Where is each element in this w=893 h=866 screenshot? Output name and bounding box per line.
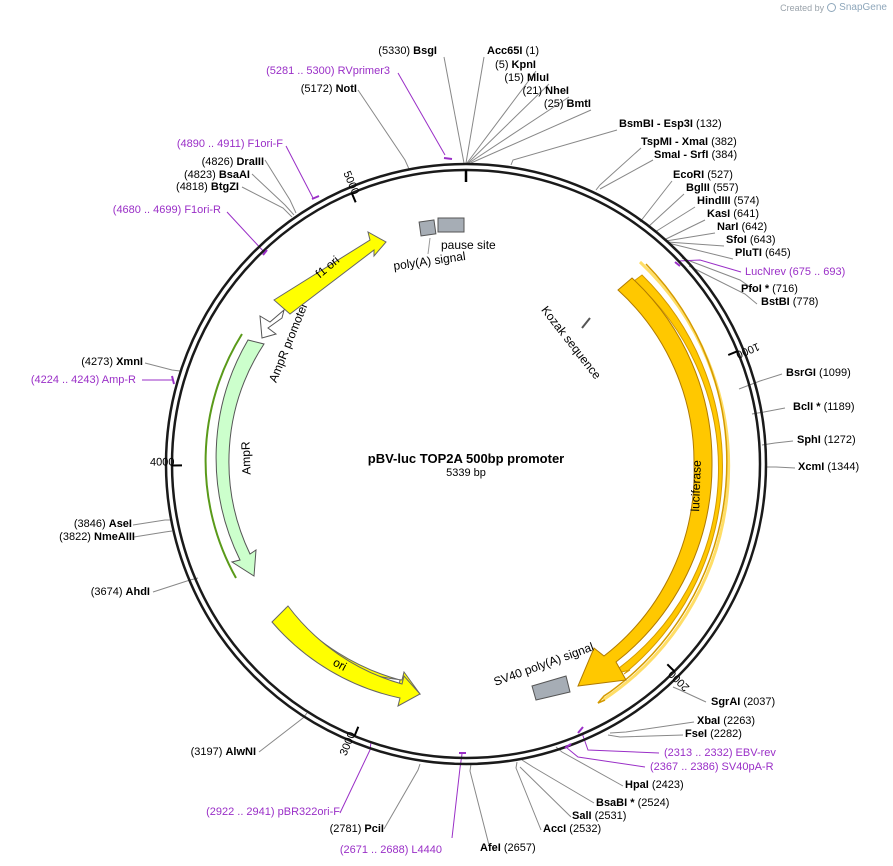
restriction-site-label: (3846) AseI bbox=[74, 518, 132, 530]
restriction-site-label: BsmBI - Esp3I (132) bbox=[619, 118, 722, 130]
primer-label: (2922 .. 2941) pBR322ori-F bbox=[206, 806, 340, 818]
restriction-site-label: (25) BmtI bbox=[544, 98, 591, 110]
luciferase-band bbox=[577, 277, 713, 687]
restriction-site-label: (3197) AlwNI bbox=[191, 746, 256, 758]
primer-marks bbox=[171, 157, 681, 754]
restriction-site-label: SgrAI (2037) bbox=[711, 696, 775, 708]
restriction-site-label: (4823) BsaAI bbox=[184, 169, 250, 181]
restriction-site-label: SmaI - SrfI (384) bbox=[654, 149, 737, 161]
pause-site-label: pause site bbox=[441, 238, 496, 252]
restriction-site-label: (21) NheI bbox=[523, 85, 569, 97]
restriction-site-label: BsaBI * (2524) bbox=[596, 797, 669, 809]
snapgene-logo-icon bbox=[827, 3, 837, 12]
restriction-site-label: HpaI (2423) bbox=[625, 779, 684, 791]
primer-label: LucNrev (675 .. 693) bbox=[745, 266, 845, 278]
restriction-site-label: (2781) PciI bbox=[330, 823, 384, 835]
tick-mark bbox=[353, 726, 360, 737]
tick-label: 1000 bbox=[734, 340, 761, 360]
tick-mark bbox=[350, 192, 357, 203]
restriction-site-label: SphI (1272) bbox=[797, 434, 856, 446]
terminator-leader bbox=[427, 237, 431, 255]
restriction-site-label: (4273) XmnI bbox=[81, 356, 143, 368]
primer-label: (5281 .. 5300) RVprimer3 bbox=[266, 65, 390, 77]
ampr-promoter-feature bbox=[259, 308, 285, 339]
ampr-feature bbox=[215, 339, 265, 577]
restriction-site-label: (5172) NotI bbox=[301, 83, 357, 95]
primer-label: (4890 .. 4911) F1ori-F bbox=[177, 138, 283, 150]
ori-band bbox=[271, 605, 421, 707]
restriction-site-label: (15) MluI bbox=[504, 72, 549, 84]
tick-label: 4000 bbox=[150, 456, 175, 468]
restriction-site-label: BclI * (1189) bbox=[793, 401, 855, 413]
polya-signal-label: poly(A) signal bbox=[392, 249, 466, 273]
tick-mark bbox=[666, 663, 676, 673]
luciferase-label: luciferase bbox=[688, 460, 704, 512]
restriction-site-label: EcoRI (527) bbox=[673, 169, 733, 181]
restriction-site-label: BstBI (778) bbox=[761, 296, 818, 308]
restriction-site-label: KasI (641) bbox=[707, 208, 759, 220]
restriction-site-label: SalI (2531) bbox=[572, 810, 626, 822]
kozak-label: Kozak sequence bbox=[538, 303, 604, 382]
credit-text: Created by bbox=[780, 2, 825, 13]
pause-site-terminator bbox=[437, 217, 465, 233]
restriction-site-label: Acc65I (1) bbox=[487, 45, 539, 57]
primer-label: (2313 .. 2332) EBV-rev bbox=[664, 747, 776, 759]
primer-label: (2671 .. 2688) L4440 bbox=[340, 844, 442, 856]
ampr-label: AmpR bbox=[238, 441, 253, 475]
ori-label: ori bbox=[331, 655, 349, 674]
primer-label: (4224 .. 4243) Amp-R bbox=[31, 374, 136, 386]
ampr-promoter-label: AmpR promoter bbox=[266, 301, 311, 385]
plasmid-size: 5339 bp bbox=[446, 467, 486, 479]
restriction-site-label: PfoI * (716) bbox=[741, 283, 798, 295]
plasmid-backbone bbox=[164, 162, 768, 766]
plasmid-name: pBV-luc TOP2A 500bp promoter bbox=[368, 451, 565, 466]
sv40-polya-feature bbox=[531, 675, 571, 701]
restriction-site-label: XcmI (1344) bbox=[798, 461, 859, 473]
primer-labels: (5281 .. 5300) RVprimer3 (4890 .. 4911) F… bbox=[31, 65, 845, 856]
polya-terminator bbox=[418, 219, 437, 237]
tick-label: 2000 bbox=[666, 667, 692, 693]
restriction-site-label: (5) KpnI bbox=[495, 59, 536, 71]
restriction-site-label: FseI (2282) bbox=[685, 728, 742, 740]
restriction-site-label: (3822) NmeAIII bbox=[59, 531, 135, 543]
snapgene-credit: Created by SnapGene bbox=[780, 2, 887, 13]
tick-mark bbox=[727, 350, 738, 356]
credit-brand: SnapGene bbox=[839, 2, 887, 13]
restriction-site-label: SfoI (643) bbox=[726, 234, 776, 246]
restriction-site-label: AccI (2532) bbox=[543, 823, 601, 835]
restriction-site-label: BglII (557) bbox=[686, 182, 739, 194]
ampr-outline bbox=[204, 333, 243, 579]
f1-ori-feature bbox=[273, 231, 387, 315]
luciferase-outline bbox=[602, 260, 731, 702]
restriction-site-label: (4826) DraIII bbox=[202, 156, 264, 168]
restriction-site-label: TspMI - XmaI (382) bbox=[641, 136, 737, 148]
restriction-site-label: AfeI (2657) bbox=[480, 842, 536, 854]
kozak-mark bbox=[581, 317, 591, 329]
restriction-site-label: (4818) BtgZI bbox=[176, 181, 239, 193]
restriction-site-label: PluTI (645) bbox=[735, 247, 791, 259]
restriction-site-label: (3674) AhdI bbox=[91, 586, 150, 598]
restriction-site-label: NarI (642) bbox=[717, 221, 767, 233]
restriction-site-label: (5330) BsgI bbox=[378, 45, 437, 57]
luciferase-arrow-outer bbox=[597, 263, 728, 704]
primer-label: (2367 .. 2386) SV40pA-R bbox=[650, 761, 774, 773]
restriction-site-label: BsrGI (1099) bbox=[786, 367, 851, 379]
primer-label: (4680 .. 4699) F1ori-R bbox=[113, 204, 221, 216]
restriction-site-label: HindIII (574) bbox=[697, 195, 759, 207]
restriction-site-label: XbaI (2263) bbox=[697, 715, 755, 727]
tick-label: 5000 bbox=[340, 169, 361, 196]
